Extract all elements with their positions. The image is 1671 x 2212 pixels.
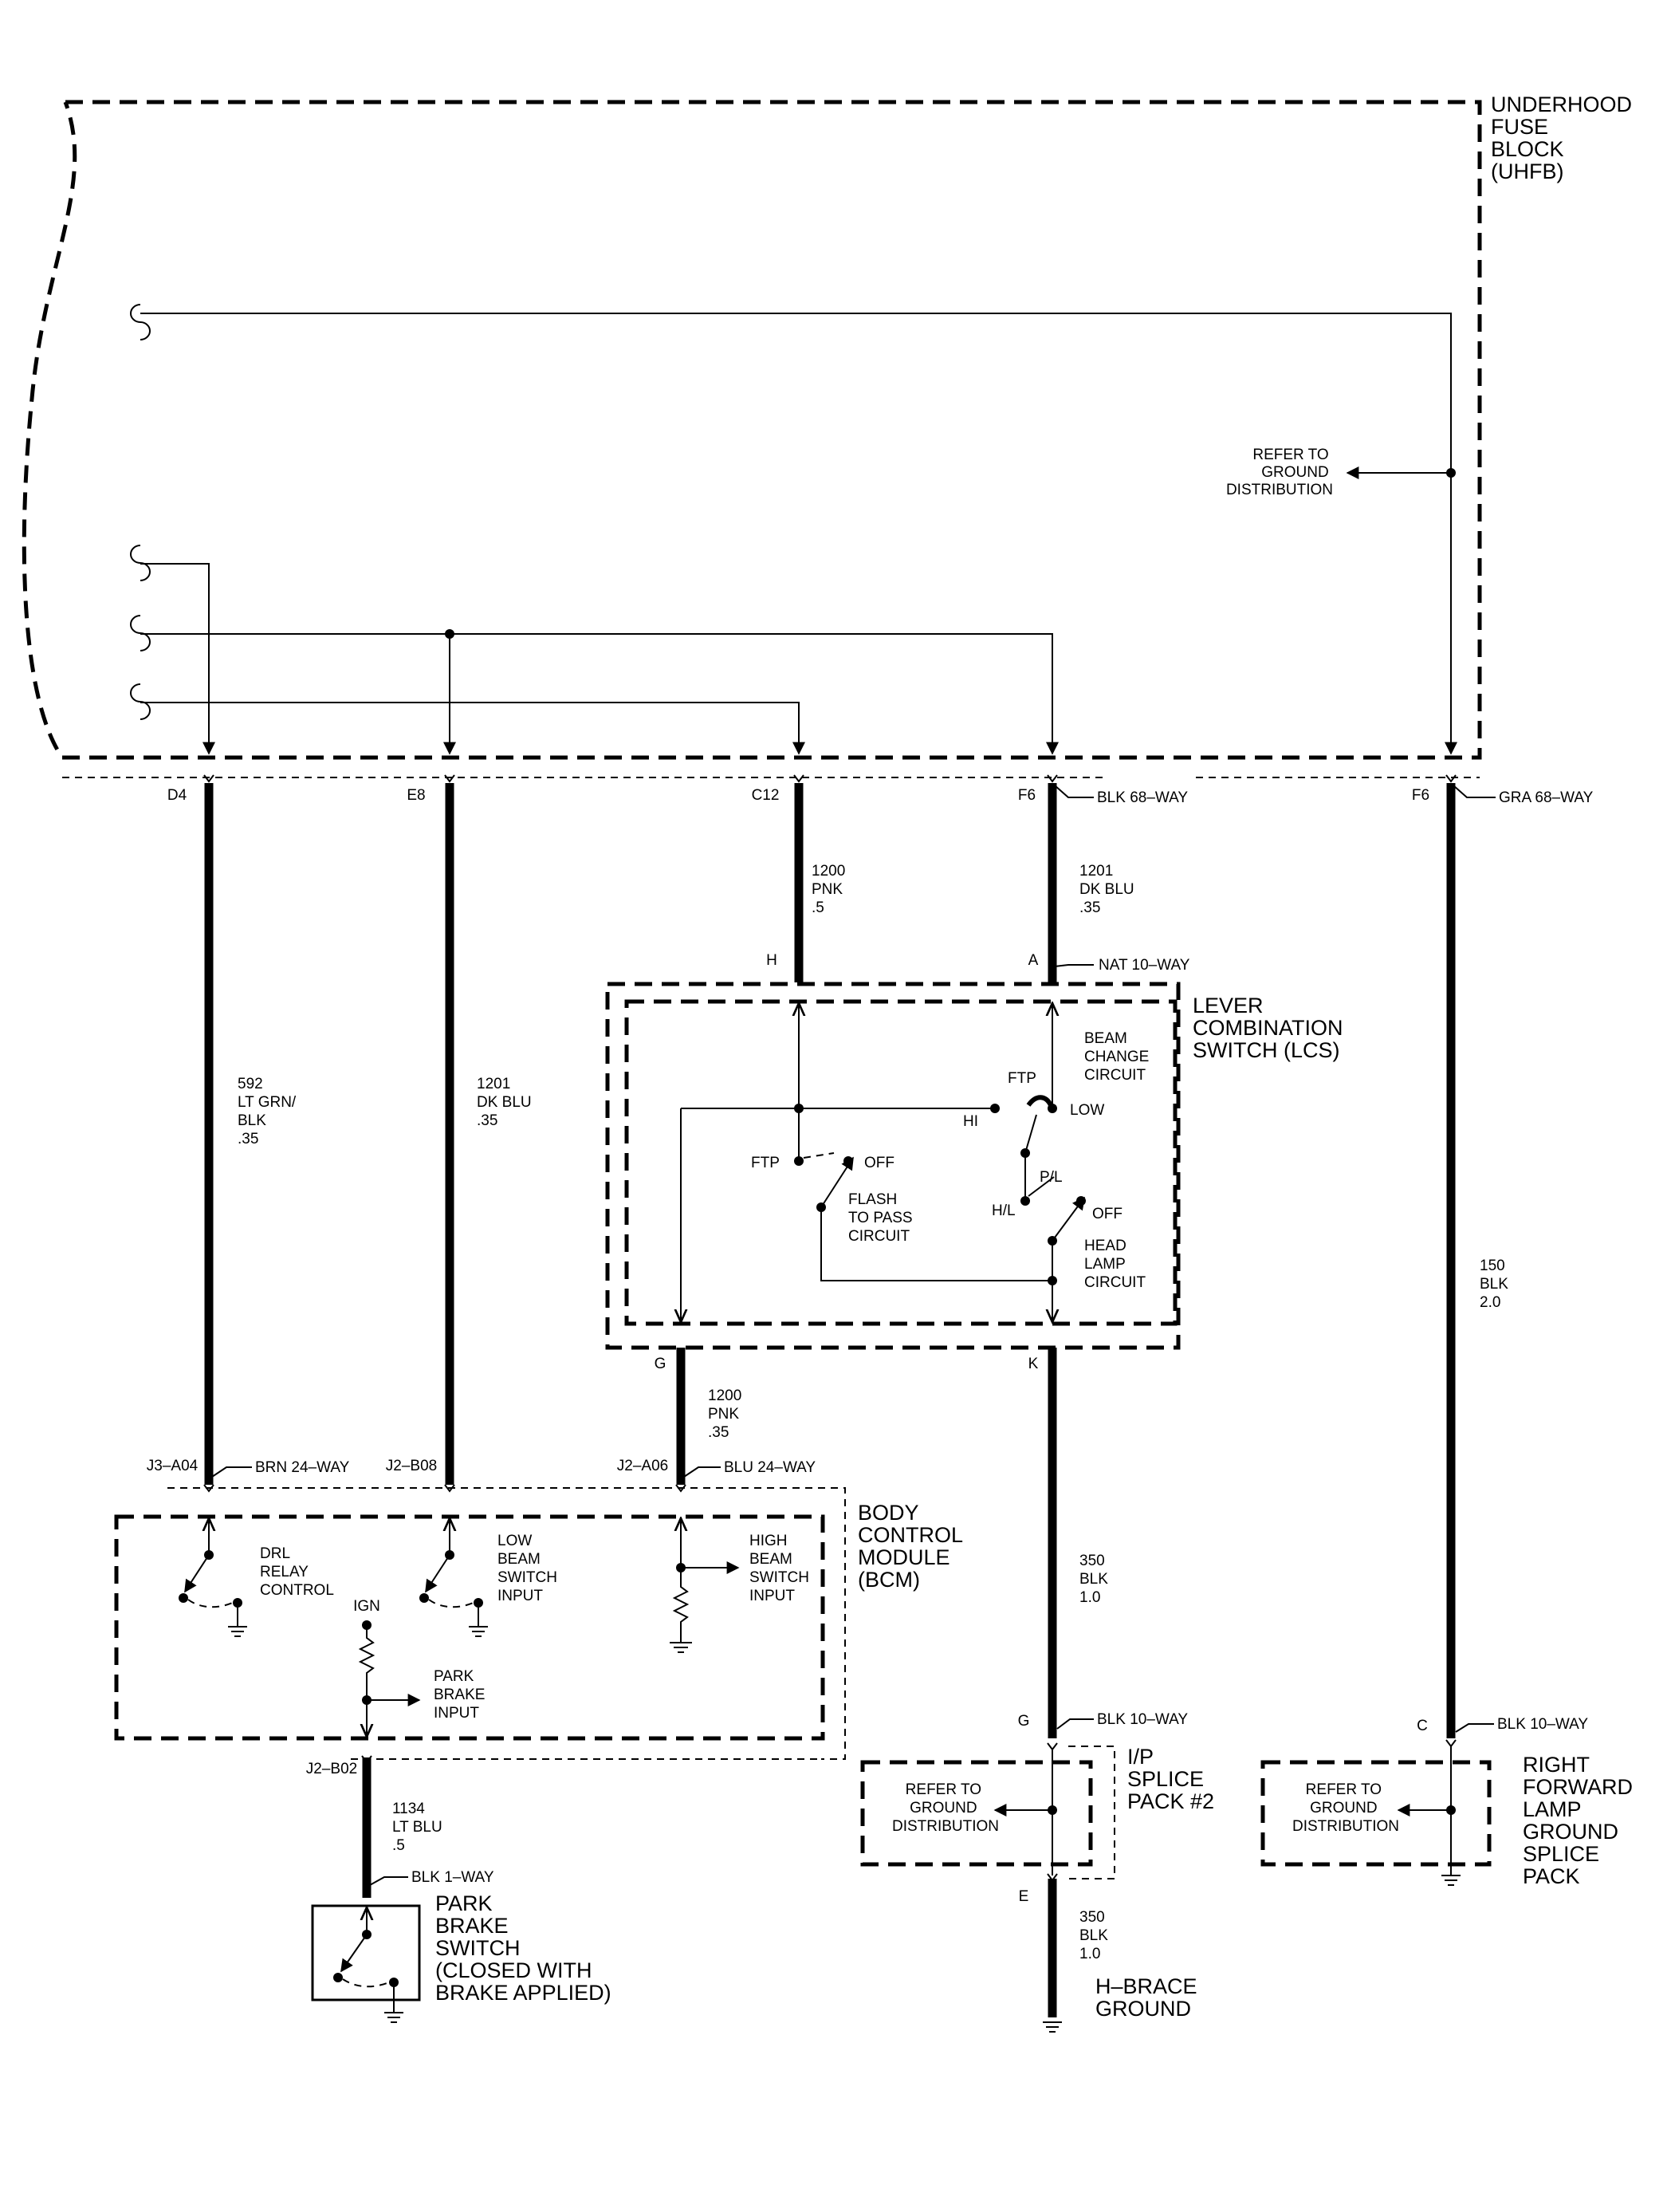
bcm-pin-j2b08: J2–B08 — [386, 1458, 437, 1474]
ip-refer-ground: REFER TO GROUND DISTRIBUTION — [892, 1781, 999, 1835]
fuse-block-internal-wiring: REFER TO GROUND DISTRIBUTION — [140, 313, 1457, 755]
ign-label: IGN — [353, 1598, 380, 1615]
low-label: LOW — [1070, 1102, 1104, 1119]
lcs-pin-g: G — [655, 1356, 666, 1372]
fuse-icon — [130, 304, 151, 340]
pl-label: P/L — [1040, 1169, 1063, 1186]
off-right-label: OFF — [1092, 1206, 1123, 1222]
bcm-pin-j3a04: J3–A04 — [147, 1458, 199, 1474]
bcm-pin-j2a06: J2–A06 — [617, 1458, 668, 1474]
low-beam-label: LOW BEAM SWITCH INPUT — [497, 1533, 561, 1604]
rf-refer-ground: REFER TO GROUND DISTRIBUTION — [1292, 1781, 1399, 1835]
ground-icon — [1043, 2021, 1062, 2033]
wire-labels: 592 LT GRN/ BLK .35 1201 DK BLU .35 1200… — [238, 863, 1512, 1962]
connector-blu24: BLU 24–WAY — [724, 1459, 816, 1476]
hl-label: H/L — [992, 1202, 1016, 1219]
pin-f6-gra: F6 — [1412, 787, 1429, 804]
ip-splice-pack: G BLK 10–WAY REFER TO GROUND DISTRIBUTIO… — [860, 1711, 1214, 2033]
uhfb-title: UNDERHOOD FUSE BLOCK (UHFB) — [1491, 92, 1638, 183]
pin-f6-blk: F6 — [1018, 787, 1036, 804]
harness-wires — [204, 783, 1456, 2017]
park-input-label: PARK BRAKE INPUT — [434, 1668, 490, 1722]
lcs-pin-k: K — [1028, 1356, 1039, 1372]
h-brace-label: H–BRACE GROUND — [1095, 1974, 1203, 2021]
lcs-pin-a: A — [1028, 952, 1039, 969]
wire-1201-top-label: 1201 DK BLU .35 — [1079, 863, 1138, 916]
splice-pin-c: C — [1417, 1718, 1428, 1734]
wire-150-label: 150 BLK 2.0 — [1480, 1258, 1512, 1311]
lcs-title: LEVER COMBINATION SWITCH (LCS) — [1193, 994, 1349, 1062]
wire-1134-label: 1134 LT BLU .5 — [392, 1801, 446, 1854]
refer-ground-label: REFER TO GROUND DISTRIBUTION — [1226, 447, 1333, 498]
head-lamp-label: HEAD LAMP CIRCUIT — [1084, 1238, 1146, 1291]
ftp-top-label: FTP — [1008, 1070, 1036, 1087]
flash-label: FLASH TO PASS CIRCUIT — [848, 1191, 917, 1245]
uhfb-connector-strip: D4 E8 C12 F6 F6 BLK 68–WAY GRA 68–WAY — [62, 774, 1594, 806]
off-left-label: OFF — [864, 1155, 894, 1171]
ground-icon — [384, 2012, 403, 2023]
wire-350-bottom-label: 350 BLK 1.0 — [1079, 1909, 1112, 1962]
ftp-left-label: FTP — [751, 1155, 780, 1171]
connector-blk10-c: BLK 10–WAY — [1497, 1716, 1588, 1733]
connector-nat10: NAT 10–WAY — [1099, 957, 1190, 974]
connector-blk68: BLK 68–WAY — [1097, 789, 1188, 806]
hi-label: HI — [963, 1113, 978, 1130]
connector-blk10-g: BLK 10–WAY — [1097, 1711, 1188, 1728]
connector-gra68: GRA 68–WAY — [1499, 789, 1594, 806]
pin-c12: C12 — [752, 787, 780, 804]
underhood-fuse-block: UNDERHOOD FUSE BLOCK (UHFB) — [22, 92, 1638, 760]
ground-icon — [1441, 1875, 1461, 1886]
pin-d4: D4 — [167, 787, 187, 804]
splice-pin-g: G — [1018, 1713, 1030, 1730]
connector-brn24: BRN 24–WAY — [255, 1459, 350, 1476]
high-beam-label: HIGH BEAM SWITCH INPUT — [749, 1533, 813, 1604]
bcm-title: BODY CONTROL MODULE (BCM) — [858, 1501, 969, 1592]
bcm-pin-j2b02: J2–B02 — [306, 1761, 357, 1777]
drl-label: DRL RELAY CONTROL — [260, 1545, 334, 1599]
wire-350-top-label: 350 BLK 1.0 — [1079, 1553, 1112, 1606]
splice-pin-e: E — [1019, 1888, 1029, 1905]
wire-592-label: 592 LT GRN/ BLK .35 — [238, 1076, 300, 1147]
wire-1201-left-label: 1201 DK BLU .35 — [477, 1076, 536, 1129]
lcs-pin-h: H — [766, 952, 777, 969]
beam-change-label: BEAM CHANGE CIRCUIT — [1084, 1030, 1154, 1084]
lever-combination-switch: LEVER COMBINATION SWITCH (LCS) H A NAT 1… — [605, 952, 1349, 1372]
pin-e8: E8 — [407, 787, 425, 804]
ground-icon — [670, 1642, 692, 1653]
ground-icon — [469, 1626, 488, 1637]
wire-1200-bottom-label: 1200 PNK .35 — [708, 1387, 746, 1441]
connector-blk1: BLK 1–WAY — [411, 1869, 494, 1886]
park-switch-label: PARK BRAKE SWITCH (CLOSED WITH BRAKE APP… — [435, 1891, 611, 2005]
rf-lamp-ground-splice-pack: C BLK 10–WAY REFER TO GROUND DISTRIBUTIO… — [1260, 1716, 1639, 1888]
ip-splice-label: I/P SPLICE PACK #2 — [1127, 1745, 1214, 1813]
wire-1200-top-label: 1200 PNK .5 — [812, 863, 850, 916]
rf-splice-label: RIGHT FORWARD LAMP GROUND SPLICE PACK — [1523, 1753, 1639, 1888]
body-control-module: BODY CONTROL MODULE (BCM) J3–A04 J2–B08 … — [114, 1458, 969, 1760]
park-brake-switch: J2–B02 BLK 1–WAY PARK BRAKE SWITCH (CLOS… — [306, 1755, 821, 2023]
fuse-symbols — [130, 304, 151, 720]
ground-icon — [228, 1626, 247, 1637]
